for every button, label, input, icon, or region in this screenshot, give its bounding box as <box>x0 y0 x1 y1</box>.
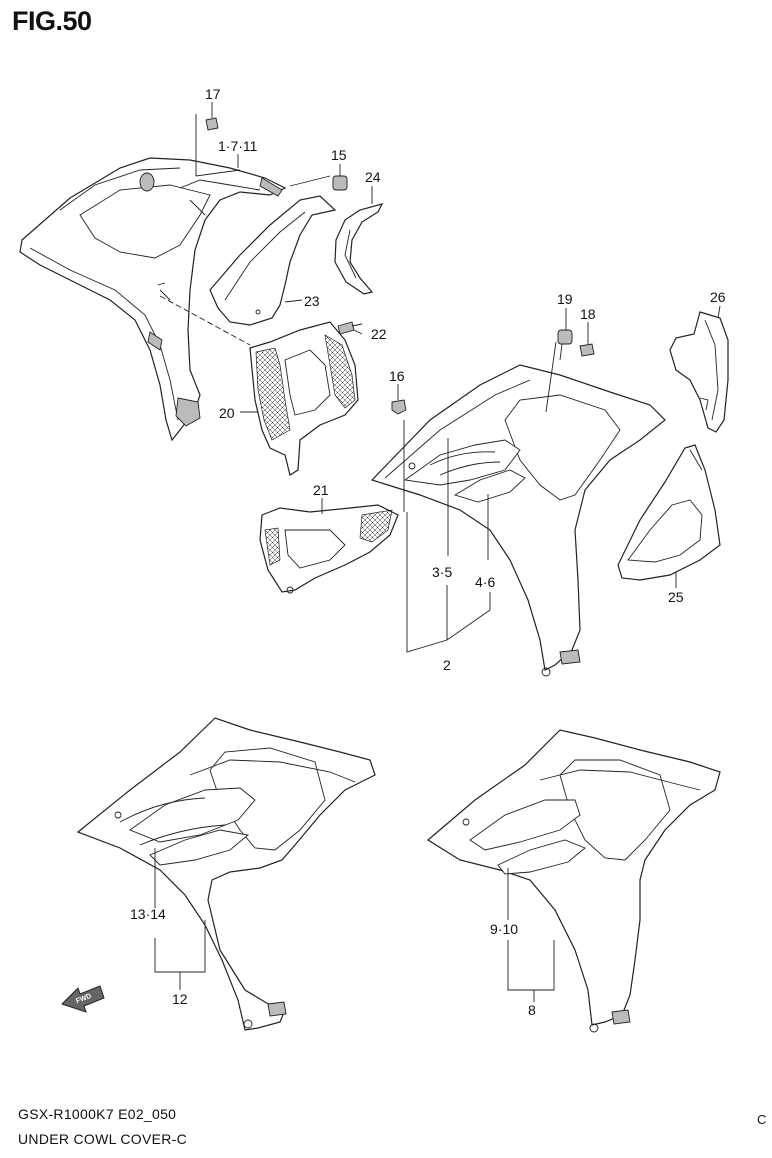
callout-22: 22 <box>371 326 387 342</box>
figure-title: FIG.50 <box>12 6 92 36</box>
callout-16: 16 <box>389 368 405 384</box>
side-cowl-part-2 <box>370 364 666 677</box>
vent-duct-part-20 <box>249 321 359 476</box>
callout-20: 20 <box>219 405 235 421</box>
callout-23: 23 <box>304 293 320 309</box>
part-22-screw <box>337 321 363 335</box>
callout-12: 12 <box>172 991 188 1007</box>
leader-lines <box>154 102 721 1002</box>
callout-24: 24 <box>365 169 381 185</box>
bracket-part-26 <box>669 311 729 433</box>
part-19-grommet <box>557 329 573 345</box>
callout-2: 2 <box>443 657 451 673</box>
callout-13-14: 13·14 <box>130 906 166 922</box>
section-name: UNDER COWL COVER-C <box>18 1131 187 1147</box>
callout-19: 19 <box>557 291 573 307</box>
callout-labels: 17 1·7·11 15 24 23 22 20 21 16 19 18 26 … <box>130 86 726 1018</box>
callout-1-7-11: 1·7·11 <box>218 138 258 154</box>
callout-15: 15 <box>331 147 347 163</box>
model-code: GSX-R1000K7 E02_050 <box>18 1106 177 1122</box>
part-18-bolt <box>579 343 595 357</box>
callout-17: 17 <box>205 86 221 102</box>
callout-8: 8 <box>528 1002 536 1018</box>
part-17-nut <box>205 117 219 131</box>
callout-4-6: 4·6 <box>475 574 495 590</box>
callout-26: 26 <box>710 289 726 305</box>
part-16-rivet <box>391 399 407 415</box>
callout-3-5: 3·5 <box>432 564 452 580</box>
bracket-part-24 <box>334 203 384 295</box>
callout-18: 18 <box>580 306 596 322</box>
corner-mark: C <box>757 1112 767 1127</box>
callout-21: 21 <box>313 482 329 498</box>
callout-25: 25 <box>668 589 684 605</box>
vent-panel-part-21 <box>259 504 399 594</box>
part-15-grommet <box>332 175 348 191</box>
panel-part-25 <box>617 444 721 581</box>
side-cowl-part-8 <box>426 729 721 1033</box>
inner-panel-part-23 <box>209 195 337 326</box>
inner-cowl-part-1-7-11 <box>19 157 287 442</box>
callout-9-10: 9·10 <box>490 921 518 937</box>
forward-arrow-icon: FWD <box>61 985 105 1013</box>
side-cowl-part-12 <box>76 717 376 1031</box>
